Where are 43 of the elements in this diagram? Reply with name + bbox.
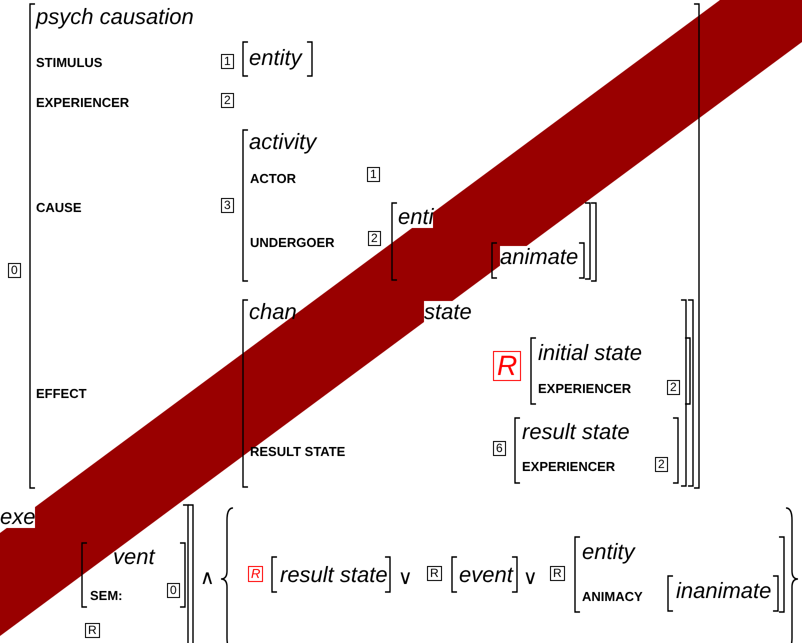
index-tag: 2	[667, 380, 680, 395]
type-label: result state	[522, 421, 630, 443]
index-tag: 0	[8, 263, 21, 278]
type-label: result state	[280, 564, 388, 586]
attribute-label: EXPERIENCER	[36, 96, 130, 109]
type-label: activity	[249, 131, 316, 153]
type-label: entity	[582, 541, 635, 563]
type-label: entity	[249, 47, 302, 69]
attribute-label: ANIMACY	[582, 590, 643, 603]
type-label: animate	[500, 246, 578, 268]
attribute-label: UNDERGOER	[250, 236, 335, 249]
attribute-label: CAUSE	[36, 201, 82, 214]
type-label: vent	[113, 546, 155, 568]
index-tag: 2	[221, 93, 234, 108]
index-tag: 2	[368, 231, 381, 246]
type-label: psych causation	[36, 6, 194, 28]
type-label: inanimate	[676, 580, 772, 602]
index-tag: 2	[655, 457, 668, 472]
index-tag: R	[493, 351, 522, 381]
index-tag: 1	[367, 167, 380, 182]
index-tag: 3	[221, 198, 234, 213]
type-label: initial state	[538, 342, 642, 364]
attribute-label: SEM:	[90, 589, 122, 602]
disjunction-symbol: ∨	[523, 568, 538, 588]
type-label: chan	[249, 301, 297, 323]
type-label: exe	[0, 506, 36, 528]
index-tag: 1	[221, 54, 234, 69]
index-tag: R	[85, 623, 100, 638]
attribute-label: RESULT STATE	[250, 445, 346, 458]
attribute-label: STIMULUS	[36, 56, 102, 69]
disjunction-symbol: ∨	[398, 568, 413, 588]
attribute-label: ACTOR	[250, 172, 296, 185]
index-tag: R	[248, 566, 264, 582]
type-label: event	[459, 564, 513, 586]
attribute-label: EFFECT	[36, 387, 87, 400]
type-label: state	[424, 301, 472, 323]
conjunction-symbol: ∧	[200, 568, 215, 588]
index-tag: R	[550, 566, 565, 581]
index-tag: R	[427, 566, 442, 581]
attribute-label: EXPERIENCER	[538, 382, 632, 395]
attribute-label: EXPERIENCER	[522, 460, 616, 473]
index-tag: 0	[167, 583, 180, 598]
index-tag: 6	[493, 441, 506, 456]
